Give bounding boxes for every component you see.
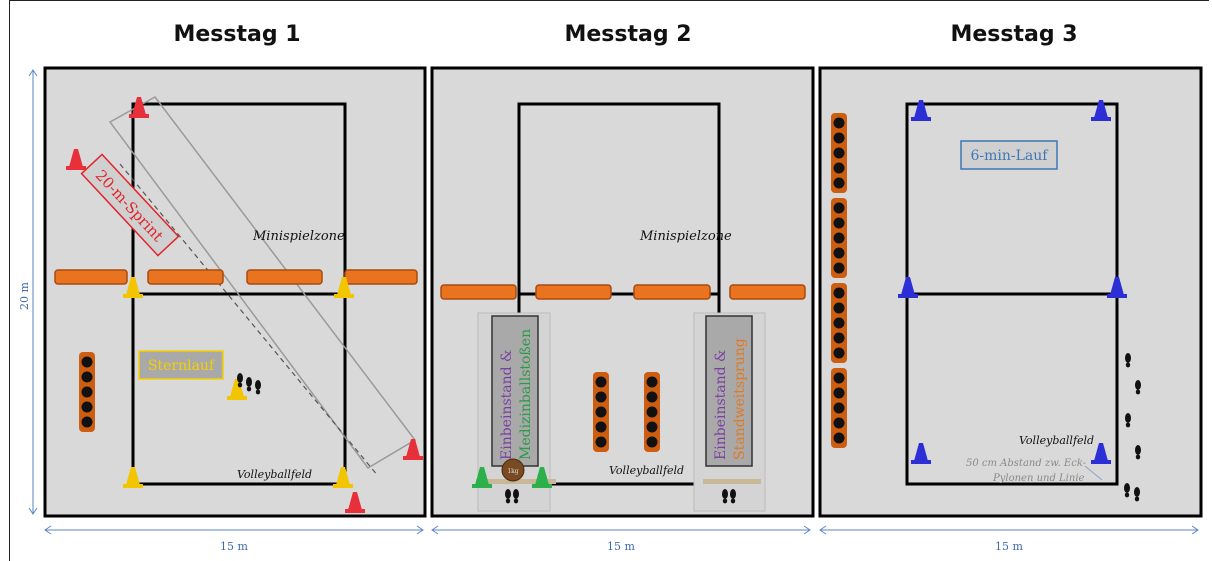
dimension-height: 20 m [18,281,31,309]
ball-weight: 1kg [507,468,518,475]
volleyballfeld-label-1: Volleyballfeld [237,468,312,481]
sternlauf-text: Sternlauf [148,358,216,374]
medicine-ball [501,458,525,482]
hall-floor-3 [818,66,1203,518]
hurdle-1 [79,352,95,432]
jump-line [703,479,761,484]
lauf-label: 6-min-Lauf [960,140,1058,170]
dimension-lines [28,69,1199,535]
hall-floor-1 [43,66,427,518]
throw-line [476,479,556,484]
note-arrow [1084,465,1103,481]
lauf-text: 6-min-Lauf [971,148,1050,164]
station-b-line1: Einbeinstand & [713,349,729,460]
volleyballfeld-label-3: Volleyballfeld [1019,434,1094,447]
outer-frame [9,0,1209,561]
panel-messtag-1: 20-m-Sprint Minispielzone Sternlauf Voll… [43,66,427,518]
station-a-line1: Einbeinstand & [499,349,515,460]
station-standweitsprung: Einbeinstand & Standweitsprung [693,312,766,512]
hurdle-2b [644,372,660,452]
minispielzone-label-2: Minispielzone [639,229,732,244]
note-line1: 50 cm Abstand zw. Eck- [966,458,1087,469]
title-messtag-2: Messtag 2 [564,22,692,47]
volleyballfeld-label-2: Volleyballfeld [609,464,684,477]
hurdle-2a [593,372,609,452]
station-b-line2: Standweitsprung [732,338,748,460]
title-messtag-1: Messtag 1 [173,22,301,47]
dimension-width-1: 15 m [220,540,248,553]
title-messtag-3: Messtag 3 [950,22,1078,47]
dimension-width-2: 15 m [607,540,635,553]
minispielzone-label-1: Minispielzone [252,229,345,244]
note-line2: Pylonen und Linie [992,473,1085,484]
station-a-line2: Medizinballstoßen [518,329,534,460]
mats-row-2 [440,284,806,300]
station-medizinball: Einbeinstand & Medizinballstoßen 1kg [472,312,556,512]
dimension-width-3: 15 m [995,540,1023,553]
mats-row-1 [54,269,418,285]
panel-messtag-3: 6-min-Lauf Volleyballfeld 50 cm Abstand … [818,66,1203,518]
panel-messtag-2: Einbeinstand & Medizinballstoßen 1kg Ein… [430,66,815,518]
sternlauf-label: Sternlauf [138,350,224,380]
